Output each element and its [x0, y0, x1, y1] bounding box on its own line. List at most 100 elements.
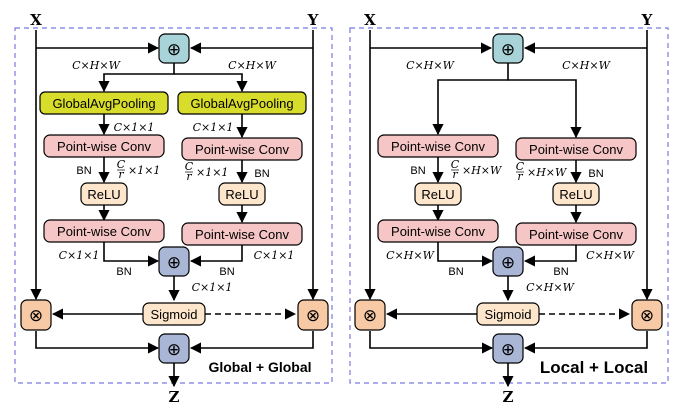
right-bn1-right: BN [588, 168, 603, 180]
right-relu-box-left [414, 182, 462, 206]
right-title: Local + Local [540, 358, 648, 377]
left-add-mid-icon: ⊕ [167, 253, 181, 273]
left-add-top-icon: ⊕ [167, 40, 181, 60]
right-ratio-right: C r ×H×W [516, 160, 568, 183]
right-mul-left-node [354, 299, 386, 331]
left-dim-top-left: C×H×W [72, 59, 121, 72]
left-mul-left-icon: ⊗ [29, 306, 43, 326]
left-gap-label-left: GlobalAvgPooling [52, 96, 155, 111]
right-dim-top-right: C×H×W [562, 59, 611, 72]
left-ratio-left-num: C [117, 158, 126, 171]
right-add-top-node [492, 33, 524, 64]
left-input-x: X [30, 11, 42, 29]
right-connectors [364, 30, 653, 388]
left-conv1-box-right [181, 137, 303, 161]
right-sigmoid-box [476, 302, 540, 326]
left-mul-right-icon: ⊗ [306, 306, 320, 326]
right-panel: X Y ⊕ C×H×W C×H×W [349, 11, 669, 406]
left-add-bottom-node [158, 333, 190, 364]
right-conv1-label-left: Point-wise Conv [391, 139, 485, 154]
right-dim-sum: C×H×W [526, 281, 575, 294]
left-ratio-right-num: C [185, 160, 194, 173]
left-bn1-left: BN [76, 165, 91, 177]
right-ratio-right-suffix: ×H×W [527, 166, 568, 179]
left-sigmoid-box [142, 302, 206, 326]
right-dim-conv2-right: C×H×W [586, 249, 635, 262]
left-ratio-right-suffix: ×1×1 [196, 166, 228, 179]
left-conv2-label-left: Point-wise Conv [57, 224, 151, 239]
left-relu-label-left: ReLU [87, 187, 120, 202]
right-ratio-left-den: r [452, 168, 458, 181]
left-gap-box-right [177, 91, 307, 115]
left-conv1-label-left: Point-wise Conv [57, 139, 151, 154]
left-ratio-left-den: r [118, 168, 124, 181]
left-conv1-box-left [43, 134, 165, 158]
right-panel-frame [349, 27, 669, 384]
right-conv2-label-left: Point-wise Conv [391, 224, 485, 239]
right-relu-box-right [552, 182, 600, 206]
right-conv2-label-right: Point-wise Conv [529, 227, 623, 242]
left-dim-sum: C×1×1 [192, 281, 233, 294]
left-connectors [30, 30, 319, 388]
right-ratio-left: C r ×H×W [451, 158, 503, 181]
right-ratio-left-suffix: ×H×W [462, 164, 503, 177]
right-add-top-icon: ⊕ [501, 40, 515, 60]
left-gap-box-left [39, 91, 169, 115]
left-add-mid-node [158, 246, 190, 277]
right-mul-left-icon: ⊗ [363, 306, 377, 326]
left-dim-top-right: C×H×W [228, 59, 277, 72]
left-sigmoid-label: Sigmoid [151, 307, 198, 322]
right-input-x: X [364, 11, 376, 29]
left-mul-left-node [20, 299, 52, 331]
left-conv2-box-right [181, 222, 303, 246]
right-input-y: Y [641, 11, 653, 29]
right-add-bottom-icon: ⊕ [501, 340, 515, 360]
right-bn1-left: BN [410, 165, 425, 177]
right-mul-right-node [631, 299, 663, 331]
right-conv2-box-left [377, 219, 499, 243]
left-dim-gap-left: C×1×1 [114, 121, 155, 134]
left-bn2-right: BN [219, 266, 234, 278]
left-ratio-right-den: r [186, 170, 192, 183]
left-panel-frame [14, 27, 333, 384]
right-sigmoid-label: Sigmoid [485, 307, 532, 322]
right-ratio-left-num: C [451, 158, 460, 171]
left-add-bottom-icon: ⊕ [167, 340, 181, 360]
left-ratio-left-suffix: ×1×1 [128, 164, 160, 177]
right-dim-conv2-left: C×H×W [386, 249, 435, 262]
left-mul-right-node [297, 299, 329, 331]
right-conv1-label-right: Point-wise Conv [529, 142, 623, 157]
right-mul-right-icon: ⊗ [640, 306, 654, 326]
right-add-bottom-node [492, 333, 524, 364]
right-conv2-box-right [515, 222, 637, 246]
right-dim-top-left: C×H×W [406, 59, 455, 72]
left-gap-label-right: GlobalAvgPooling [190, 96, 293, 111]
right-add-mid-icon: ⊕ [501, 253, 515, 273]
left-relu-box-left [80, 182, 128, 206]
left-conv2-label-right: Point-wise Conv [195, 227, 289, 242]
right-relu-label-right: ReLU [559, 187, 592, 202]
left-bn1-right: BN [254, 168, 269, 180]
right-ratio-right-den: r [517, 170, 523, 183]
left-input-y: Y [307, 11, 319, 29]
right-add-mid-node [492, 246, 524, 277]
left-relu-label-right: ReLU [225, 187, 258, 202]
right-output-z: Z [503, 388, 514, 406]
left-conv2-box-left [43, 219, 165, 243]
left-conv1-label-right: Point-wise Conv [195, 142, 289, 157]
left-bn2-left: BN [116, 266, 131, 278]
left-relu-box-right [218, 182, 266, 206]
left-add-top-node [158, 33, 190, 64]
left-dim-conv2-right: C×1×1 [254, 249, 295, 262]
right-bn2-left: BN [448, 266, 463, 278]
right-ratio-right-num: C [516, 160, 525, 173]
left-title: Global + Global [208, 359, 311, 375]
left-ratio-right: C r ×1×1 [185, 160, 229, 183]
right-conv1-box-left [377, 134, 499, 158]
left-panel: X Y ⊕ [14, 11, 333, 406]
left-dim-conv2-left: C×1×1 [59, 249, 100, 262]
left-output-z: Z [169, 388, 180, 406]
right-conv1-box-right [515, 137, 637, 161]
left-ratio-left: C r ×1×1 [117, 158, 161, 181]
